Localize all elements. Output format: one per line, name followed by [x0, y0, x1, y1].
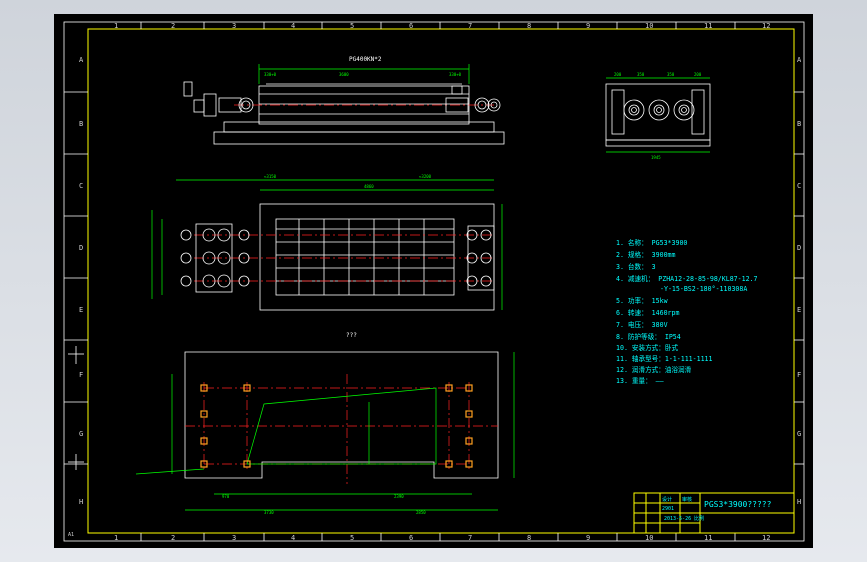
zone-bottom-5: 5	[350, 534, 354, 542]
spec-line-4: 4. 减速机： PZHA12-28-85-98/KL87-12.7	[616, 274, 758, 283]
zone-top-9: 9	[586, 22, 590, 30]
top-dim-center: 4860	[364, 184, 374, 189]
spec-line-3: 3. 台数： 3	[616, 262, 656, 271]
zone-right-F: F	[797, 371, 801, 379]
zone-bottom-12: 12	[762, 534, 770, 542]
zone-right-A: A	[797, 56, 802, 64]
side-dim-width: 1945	[651, 155, 661, 160]
zone-left-A: A	[79, 56, 84, 64]
side-view[interactable]: 200 350 350 200 1945	[605, 72, 711, 160]
title-block[interactable]: 设计 审核 2901 2013-5-26 比例 PGS3*3900?????	[633, 492, 795, 534]
zone-ticks-bottom	[140, 533, 736, 541]
zone-left-C: C	[79, 182, 83, 190]
zone-top-10: 10	[645, 22, 653, 30]
zone-top-3: 3	[232, 22, 236, 30]
side-dim-d: 200	[694, 72, 702, 77]
zone-bottom-4: 4	[291, 534, 295, 542]
foundation-view[interactable]: ??? 970 2390 3730 2850	[135, 332, 515, 515]
zone-ticks-top	[140, 22, 736, 29]
foundation-dim-c: 3730	[264, 510, 274, 515]
zone-right-H: H	[797, 498, 801, 506]
title-cell-c: 2901	[662, 506, 674, 512]
zone-bottom-7: 7	[468, 534, 472, 542]
spec-line-2: 2. 规格： 3900mm	[616, 250, 676, 259]
zone-right-D: D	[797, 244, 801, 252]
zone-top-2: 2	[171, 22, 175, 30]
top-view[interactable]: ≈3150 4860 ≈3200	[151, 174, 503, 311]
zone-right-E: E	[797, 306, 801, 314]
zone-left-F: F	[79, 371, 83, 379]
zone-right-C: C	[797, 182, 801, 190]
zone-right-G: G	[797, 430, 801, 438]
front-dim-left: 330+0	[264, 72, 277, 77]
zone-top-7: 7	[468, 22, 472, 30]
drawing-title: PGS3*3900?????	[704, 500, 772, 509]
top-dim-left: ≈3150	[264, 174, 277, 179]
zone-top-6: 6	[409, 22, 413, 30]
spec-line-10: 11. 轴承型号：1-1-111-1111	[616, 354, 713, 363]
side-dim-a: 200	[614, 72, 622, 77]
inner-border	[87, 28, 795, 534]
zone-bottom-6: 6	[409, 534, 413, 542]
zone-top-1: 1	[114, 22, 118, 30]
foundation-dim-d: 2850	[416, 510, 426, 515]
zone-left-G: G	[79, 430, 83, 438]
zone-bottom-3: 3	[232, 534, 236, 542]
title-cell-d: 2013-5-26	[664, 516, 691, 522]
front-view[interactable]: PG400KN*2 330+0 3600 330+0	[183, 56, 505, 145]
zone-bottom-2: 2	[171, 534, 175, 542]
side-dim-b: 350	[637, 72, 645, 77]
zone-left-E: E	[79, 306, 83, 314]
front-dim-center: 3600	[339, 72, 349, 77]
drawing-svg: 1 2 3 4 5 6 7 8 9 10 11 12 1 2 3 4 5 6 7…	[63, 21, 805, 542]
zone-left-H: H	[79, 498, 83, 506]
spec-line-5: 5. 功率： 15kw	[616, 296, 668, 305]
sheet-size-mark: A1	[68, 532, 74, 538]
spec-line-7: 7. 电压： 380V	[616, 320, 668, 329]
zone-right-B: B	[797, 120, 801, 128]
spec-list: 1. 名称： PG53*3900 2. 规格： 3900mm 3. 台数： 3 …	[616, 238, 758, 385]
top-dim-right: ≈3200	[419, 174, 432, 179]
zone-bottom-1: 1	[114, 534, 118, 542]
outer-border	[63, 21, 805, 542]
zone-top-8: 8	[527, 22, 531, 30]
zone-bottom-10: 10	[645, 534, 653, 542]
foundation-dim-a: 970	[222, 494, 230, 499]
zone-top-5: 5	[350, 22, 354, 30]
title-cell-a: 设计	[662, 496, 672, 503]
spec-line-11: 12. 润滑方式：油浴润滑	[616, 365, 692, 374]
zone-top-4: 4	[291, 22, 295, 30]
title-cell-e: 比例	[694, 515, 704, 522]
title-cell-b: 审核	[682, 496, 692, 503]
zone-bottom-8: 8	[527, 534, 531, 542]
spec-line-12: 13. 重量： ——	[616, 377, 664, 385]
zone-bottom-9: 9	[586, 534, 590, 542]
spec-line-4b: -Y-15-BS2-180°-110308A	[660, 285, 747, 293]
drawing-canvas[interactable]: 1 2 3 4 5 6 7 8 9 10 11 12 1 2 3 4 5 6 7…	[54, 14, 813, 548]
spec-line-6: 6. 转速： 1460rpm	[616, 308, 679, 317]
side-dim-c: 350	[667, 72, 675, 77]
spec-line-1: 1. 名称： PG53*3900	[616, 238, 687, 247]
front-dim-right: 330+0	[449, 72, 462, 77]
zone-top-12: 12	[762, 22, 770, 30]
zone-bottom-11: 11	[704, 534, 712, 542]
front-view-label: PG400KN*2	[349, 56, 382, 63]
zone-ticks-sides	[64, 91, 804, 470]
foundation-view-label: ???	[346, 332, 357, 339]
foundation-dim-b: 2390	[394, 494, 404, 499]
spec-line-9: 10. 安装方式：卧式	[616, 343, 678, 352]
zone-top-11: 11	[704, 22, 712, 30]
zone-left-D: D	[79, 244, 83, 252]
spec-line-8: 8. 防护等级： IP54	[616, 332, 681, 341]
zone-left-B: B	[79, 120, 83, 128]
